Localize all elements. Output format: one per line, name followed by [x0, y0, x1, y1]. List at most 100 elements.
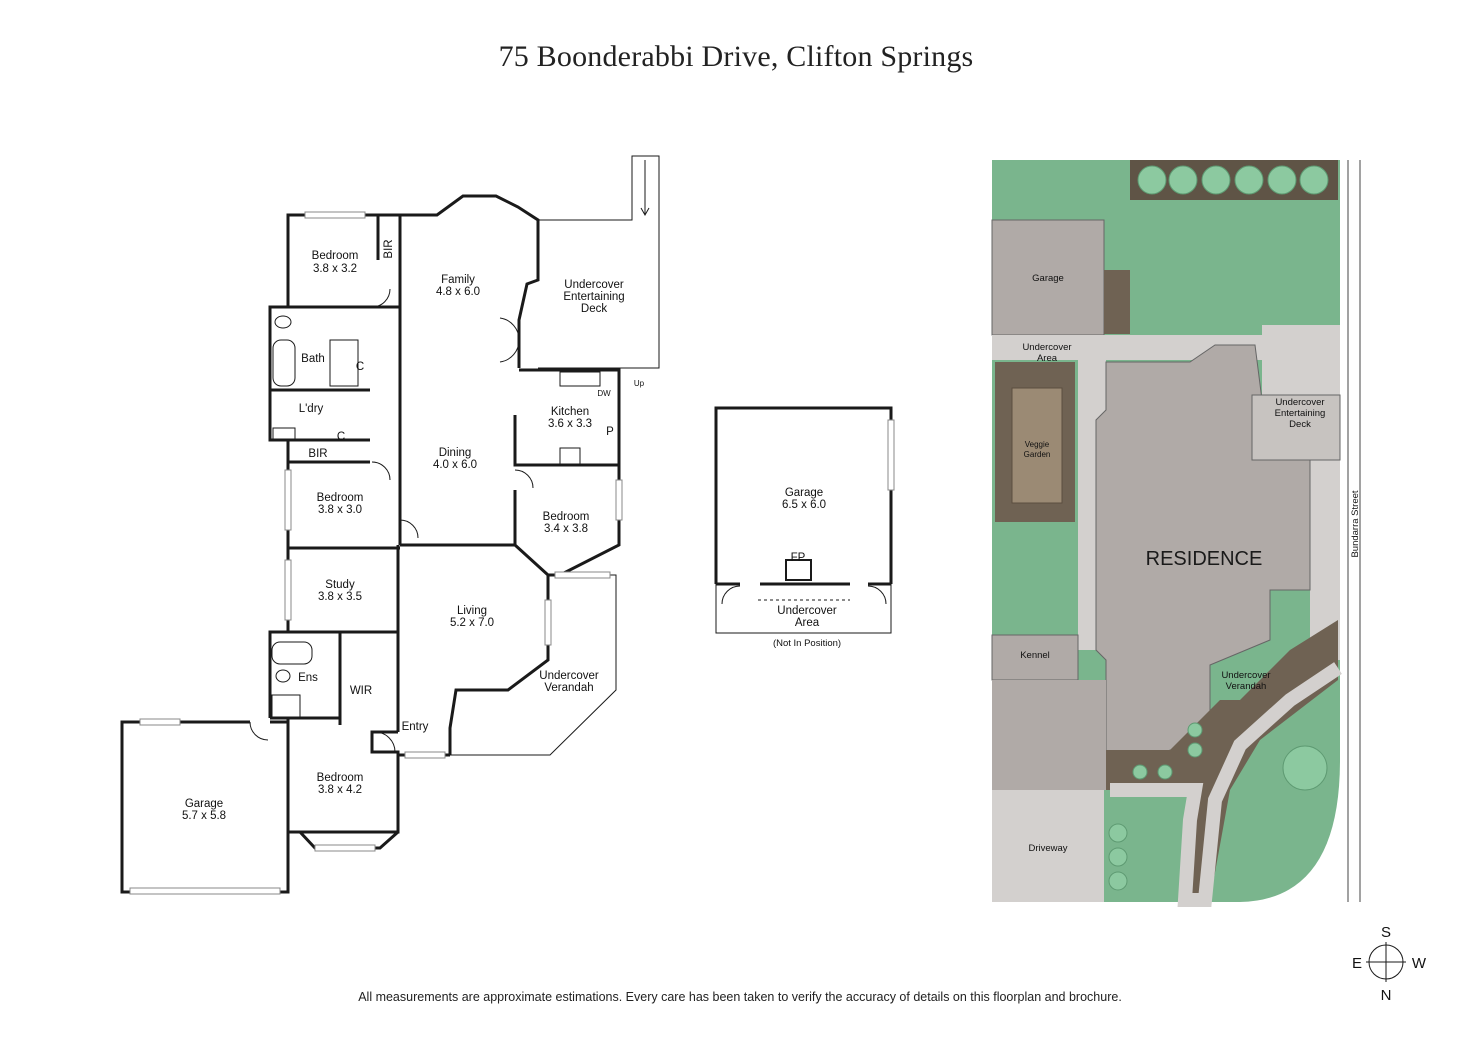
room-label-pantry: P: [606, 426, 614, 438]
ensuite-bath-icon: [271, 641, 313, 665]
window: [404, 751, 446, 759]
door-arc: [867, 585, 887, 605]
compass: S N E W: [1352, 924, 1427, 1004]
room-size-family: 4.8 x 6.0: [436, 286, 480, 298]
detached-garage-label: Garage: [785, 487, 823, 499]
compass-north: N: [1381, 987, 1392, 1004]
door-arc: [399, 519, 419, 539]
site-label-veggie-2: Garden: [1024, 450, 1051, 459]
room-label-bedroom4: Bedroom: [317, 772, 364, 784]
room-size-kitchen: 3.6 x 3.3: [548, 418, 592, 430]
floorplan-outer-wall: [286, 194, 540, 368]
veggie-garden-bed: [1011, 387, 1063, 504]
window: [615, 479, 623, 521]
driveway: [992, 790, 1104, 902]
label-dw: DW: [597, 389, 611, 398]
room-label-bir1: BIR: [383, 239, 395, 258]
fireplace-icon: [785, 559, 812, 581]
disclaimer-footer: All measurements are approximate estimat…: [358, 990, 1122, 1004]
garage-walls: [714, 406, 893, 584]
bath-tub-icon: [272, 339, 296, 387]
fireplace-label: FP: [791, 552, 806, 564]
ensuite-shower-icon: [271, 694, 301, 718]
door-arc: [371, 461, 391, 481]
site-label-driveway: Driveway: [1028, 843, 1067, 854]
garden-bed-path: [1106, 620, 1338, 900]
residence-building: [1095, 344, 1311, 781]
shrub-icon: [1108, 823, 1128, 843]
site-label-deck-2: Entertaining: [1275, 408, 1326, 419]
room-size-bedroom4: 3.8 x 4.2: [318, 784, 362, 796]
shrub-icon: [1157, 764, 1173, 780]
room-label-bath: Bath: [301, 353, 325, 365]
kitchen-sink-icon: [559, 371, 601, 387]
compass-south: S: [1381, 924, 1391, 941]
shrub-icon: [1201, 165, 1231, 195]
room-label-deck-1: Undercover: [564, 279, 624, 291]
wall-seg: [513, 543, 550, 577]
compass-east: E: [1352, 955, 1362, 972]
shrub-icon: [1187, 722, 1203, 738]
room-size-dining: 4.0 x 6.0: [433, 459, 477, 471]
window: [544, 599, 552, 646]
site-deck: [1251, 394, 1341, 461]
site-label-undercover-1: Undercover: [1022, 342, 1071, 353]
room-label-kitchen: Kitchen: [551, 406, 589, 418]
tree-icon: [1282, 745, 1328, 791]
site-plan: Garage Undercover Area Veggie Garden RES…: [991, 160, 1361, 907]
room-size-bedroom1: 3.8 x 3.2: [313, 263, 357, 275]
room-label-living: Living: [457, 605, 487, 617]
kitchen-bench-wall: [513, 415, 619, 467]
room-label-c2: C: [337, 431, 345, 443]
room-label-verandah-2: Verandah: [544, 682, 593, 694]
room-label-study: Study: [325, 579, 355, 591]
room-label-bedroom2: Bedroom: [317, 492, 364, 504]
room-label-c1: C: [356, 361, 364, 373]
room-label-deck-2: Entertaining: [563, 291, 624, 303]
door-arc: [374, 731, 396, 753]
door-arc: [514, 469, 534, 489]
shrub-icon: [1132, 764, 1148, 780]
room-label-bir2: BIR: [308, 448, 327, 460]
deck-outline: [538, 155, 660, 369]
garden-bed: [1104, 270, 1130, 334]
window: [304, 211, 366, 219]
not-in-position-note: (Not In Position): [773, 638, 841, 649]
window: [887, 419, 895, 491]
cooktop-icon: [559, 447, 581, 465]
living-wall: [448, 575, 550, 755]
detached-garage-plan: Garage 6.5 x 6.0 FP Undercover Area (Not…: [714, 406, 895, 649]
undercover-area-label-1: Undercover: [777, 605, 837, 617]
garden-path: [1110, 662, 1342, 907]
room-label-family: Family: [441, 274, 475, 286]
site-label-deck-3: Deck: [1289, 419, 1311, 430]
room-size-living: 5.2 x 7.0: [450, 617, 494, 629]
site-label-veggie-1: Veggie: [1025, 440, 1050, 449]
shrub-icon: [1168, 165, 1198, 195]
room-label-bedroom3: Bedroom: [543, 511, 590, 523]
deck-stair-arrow: [640, 207, 650, 217]
laundry-tub-icon: [272, 427, 296, 441]
room-size-bedroom3: 3.4 x 3.8: [544, 523, 588, 535]
door-arc: [249, 721, 269, 741]
page-title: 75 Boonderabbi Drive, Clifton Springs: [498, 40, 974, 73]
shrub-icon: [1234, 165, 1264, 195]
site-label-residence: RESIDENCE: [1146, 548, 1263, 570]
site-label-verandah-1: Undercover: [1221, 670, 1270, 681]
window: [284, 469, 292, 531]
shrub-icon: [1108, 847, 1128, 867]
door-arc: [371, 288, 391, 308]
shrub-icon: [1187, 742, 1203, 758]
detached-garage-size: 6.5 x 6.0: [782, 499, 826, 511]
residence-rear: [992, 680, 1106, 790]
kitchen-wall: [548, 368, 621, 577]
kennel: [991, 634, 1079, 681]
window: [284, 559, 292, 621]
main-floorplan: Bedroom 3.8 x 3.2 BIR Family 4.8 x 6.0 U…: [120, 155, 660, 895]
verandah-outline: [450, 574, 617, 756]
room-size-bedroom2: 3.8 x 3.0: [318, 504, 362, 516]
room-size-garage: 5.7 x 5.8: [182, 810, 226, 822]
label-up: Up: [634, 379, 645, 388]
compass-west: W: [1412, 955, 1427, 972]
